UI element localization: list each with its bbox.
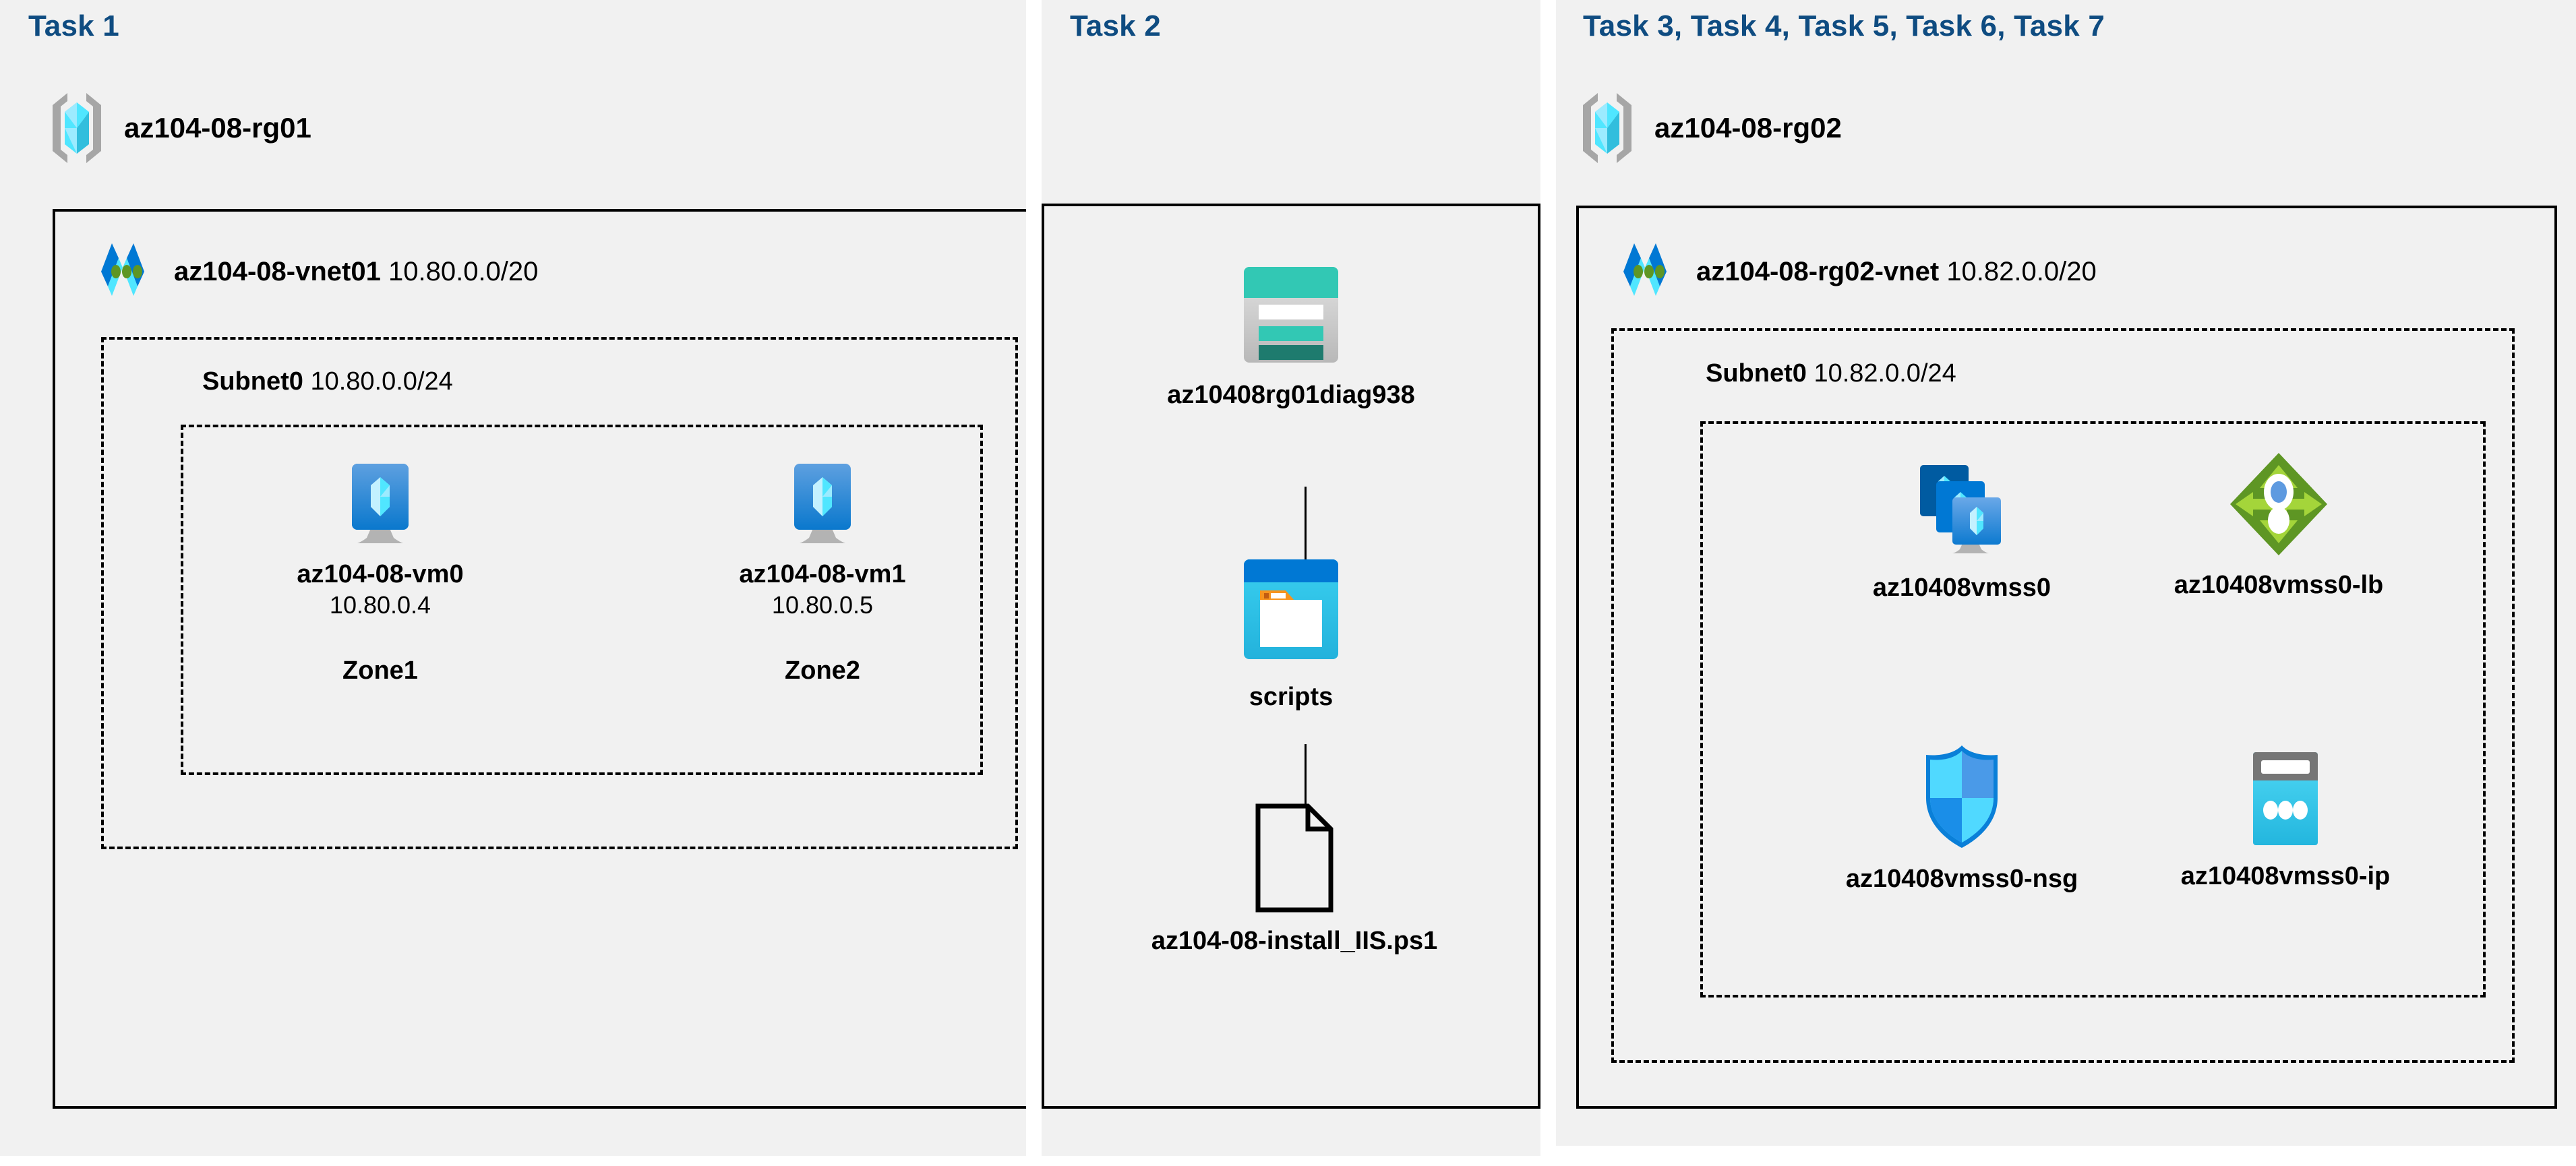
- subnet01-title: Subnet0 10.80.0.0/24: [202, 367, 453, 396]
- node-nsg[interactable]: az10408vmss0-nsg: [1814, 741, 2110, 894]
- resource-group-rg02: az104-08-rg02: [1578, 90, 1842, 166]
- node-load-balancer[interactable]: az10408vmss0-lb: [2137, 450, 2420, 601]
- load-balancer-icon: [2226, 450, 2331, 558]
- nsg-caption: az10408vmss0-nsg: [1846, 864, 2078, 894]
- vm1-zone: Zone2: [785, 656, 860, 685]
- subnet02-container: [1611, 328, 2515, 1063]
- vnet02-cidr: 10.82.0.0/20: [1946, 256, 2097, 286]
- task2-header: Task 2: [1070, 9, 1161, 42]
- availability-zone-container: [181, 425, 983, 775]
- blob-container-icon: [1230, 554, 1352, 670]
- resource-group-rg02-label: az104-08-rg02: [1654, 112, 1842, 144]
- storage-account-name: az10408rg01diag938: [1167, 381, 1415, 409]
- node-script-file[interactable]: az104-08-install_IIS.ps1: [1092, 802, 1497, 956]
- resource-group-rg01: az104-08-rg01: [47, 90, 311, 166]
- task1-header: Task 1: [28, 9, 119, 42]
- connector-storage-to-container: [1305, 487, 1307, 566]
- vm1-name: az104-08-vm1: [739, 560, 906, 588]
- network-security-group-icon: [1915, 741, 2008, 852]
- virtual-network-icon: [94, 239, 159, 304]
- resource-group-icon: [47, 90, 107, 166]
- virtual-machine-icon: [782, 458, 863, 547]
- load-balancer-name: az10408vmss0-lb: [2174, 571, 2384, 599]
- node-storage-account[interactable]: az10408rg01diag938: [1099, 263, 1483, 410]
- script-file-name: az104-08-install_IIS.ps1: [1151, 927, 1438, 955]
- vnet02-name: az104-08-rg02-vnet: [1696, 256, 1940, 286]
- vmss-caption: az10408vmss0: [1873, 573, 2051, 603]
- vm0-ip: 10.80.0.4: [329, 590, 431, 619]
- vm0-caption: az104-08-vm0 10.80.0.4 Zone1: [297, 559, 463, 685]
- vm1-ip: 10.80.0.5: [771, 590, 874, 619]
- vnet01-name: az104-08-vnet01: [174, 256, 381, 286]
- node-blob-container[interactable]: scripts: [1160, 554, 1422, 712]
- vmss-resources-container: [1700, 421, 2486, 998]
- vm0-name: az104-08-vm0: [297, 560, 464, 588]
- virtual-machine-icon: [340, 458, 421, 547]
- script-file-caption: az104-08-install_IIS.ps1: [1151, 926, 1438, 956]
- subnet02-name: Subnet0: [1706, 359, 1807, 388]
- resource-group-rg01-label: az104-08-rg01: [124, 112, 311, 144]
- public-ip-name: az10408vmss0-ip: [2180, 862, 2391, 890]
- public-ip-caption: az10408vmss0-ip: [2181, 861, 2391, 892]
- blob-container-caption: scripts: [1249, 682, 1334, 712]
- blob-container-name: scripts: [1249, 683, 1334, 711]
- subnet01-container: [101, 337, 1018, 849]
- vnet01-cidr: 10.80.0.0/20: [388, 256, 539, 286]
- subnet01-name: Subnet0: [202, 367, 303, 396]
- connector-container-to-file: [1305, 744, 1307, 809]
- vnet02-label: az104-08-rg02-vnet 10.82.0.0/20: [1696, 257, 2097, 287]
- task3-header: Task 3, Task 4, Task 5, Task 6, Task 7: [1583, 9, 2105, 42]
- load-balancer-caption: az10408vmss0-lb: [2174, 570, 2384, 601]
- storage-account-icon: [1232, 263, 1350, 368]
- storage-account-caption: az10408rg01diag938: [1167, 380, 1415, 410]
- subnet01-cidr: 10.80.0.0/24: [310, 367, 453, 396]
- vnet01-label: az104-08-vnet01 10.80.0.0/20: [174, 257, 538, 287]
- node-vm1[interactable]: az104-08-vm1 10.80.0.5 Zone2: [715, 458, 930, 685]
- subnet02-title: Subnet0 10.82.0.0/24: [1706, 359, 1956, 388]
- resource-group-icon: [1578, 90, 1637, 166]
- vm-scale-set-icon: [1911, 458, 2013, 561]
- public-ip-address-icon: [2241, 748, 2330, 849]
- vnet01-header: az104-08-vnet01 10.80.0.0/20: [94, 239, 538, 304]
- vnet02-header: az104-08-rg02-vnet 10.82.0.0/20: [1617, 239, 2097, 304]
- file-icon: [1249, 802, 1340, 914]
- vmss-name: az10408vmss0: [1872, 574, 2051, 602]
- nsg-name: az10408vmss0-nsg: [1845, 865, 2078, 893]
- node-public-ip[interactable]: az10408vmss0-ip: [2144, 748, 2427, 892]
- panel-gutter: [1026, 0, 1042, 1166]
- vnet02-container: [1576, 206, 2557, 1109]
- node-vmss[interactable]: az10408vmss0: [1820, 458, 2103, 603]
- virtual-network-icon: [1617, 239, 1681, 304]
- vm0-zone: Zone1: [342, 656, 418, 685]
- subnet02-cidr: 10.82.0.0/24: [1814, 359, 1956, 388]
- vm1-caption: az104-08-vm1 10.80.0.5 Zone2: [739, 559, 905, 685]
- node-vm0[interactable]: az104-08-vm0 10.80.0.4 Zone1: [272, 458, 488, 685]
